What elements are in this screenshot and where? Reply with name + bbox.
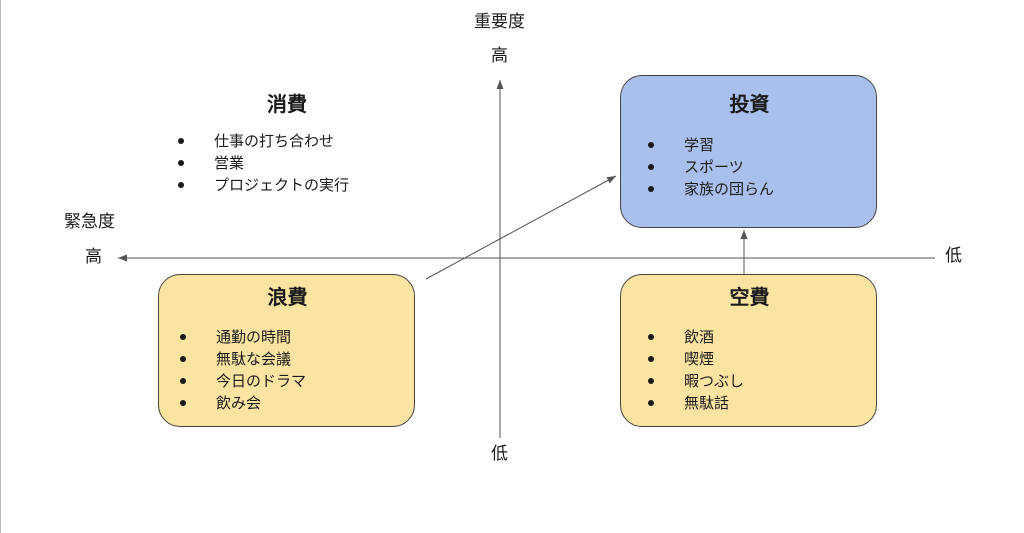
left-frame-border (0, 0, 1, 533)
list-item: 営業 (172, 152, 402, 174)
list-item: プロジェクトの実行 (172, 174, 402, 196)
list-item: 仕事の打ち合わせ (172, 130, 402, 152)
list-item: 暇つぶし (642, 370, 744, 392)
quadrant-consumption-list: 仕事の打ち合わせ 営業 プロジェクトの実行 (172, 130, 402, 196)
quadrant-idle-title: 空費 (729, 285, 770, 309)
quadrant-waste: 浪費 通勤の時間 無駄な会議 今日のドラマ 飲み会 (158, 274, 415, 427)
quadrant-idle: 空費 飲酒 喫煙 暇つぶし 無駄話 (620, 274, 877, 427)
quadrant-consumption: 消費 仕事の打ち合わせ 営業 プロジェクトの実行 (172, 92, 402, 196)
quadrant-waste-title: 浪費 (267, 285, 308, 309)
quadrant-consumption-title: 消費 (267, 92, 307, 116)
list-item: 家族の団らん (642, 178, 774, 200)
quadrant-investment: 投資 学習 スポーツ 家族の団らん (620, 75, 877, 228)
list-item: スポーツ (642, 156, 774, 178)
arrow-waste-to-investment (425, 175, 617, 280)
list-item: 通勤の時間 (174, 326, 306, 348)
list-item: 飲み会 (174, 392, 306, 414)
vertical-axis-title: 重要度 (474, 12, 525, 32)
quadrant-idle-list: 飲酒 喫煙 暇つぶし 無駄話 (642, 326, 744, 414)
list-item: 無駄話 (642, 392, 744, 414)
list-item: 飲酒 (642, 326, 744, 348)
vertical-axis-low-label: 低 (491, 444, 508, 464)
horizontal-axis-title: 緊急度 (64, 212, 115, 232)
list-item: 無駄な会議 (174, 348, 306, 370)
vertical-axis-high-label: 高 (491, 46, 508, 66)
horizontal-axis-low-label: 低 (945, 246, 962, 266)
list-item: 今日のドラマ (174, 370, 306, 392)
quadrant-investment-title: 投資 (729, 92, 770, 116)
horizontal-axis-high-label: 高 (85, 247, 102, 267)
quadrant-investment-list: 学習 スポーツ 家族の団らん (642, 134, 774, 200)
list-item: 喫煙 (642, 348, 744, 370)
list-item: 学習 (642, 134, 774, 156)
quadrant-waste-list: 通勤の時間 無駄な会議 今日のドラマ 飲み会 (174, 326, 306, 414)
